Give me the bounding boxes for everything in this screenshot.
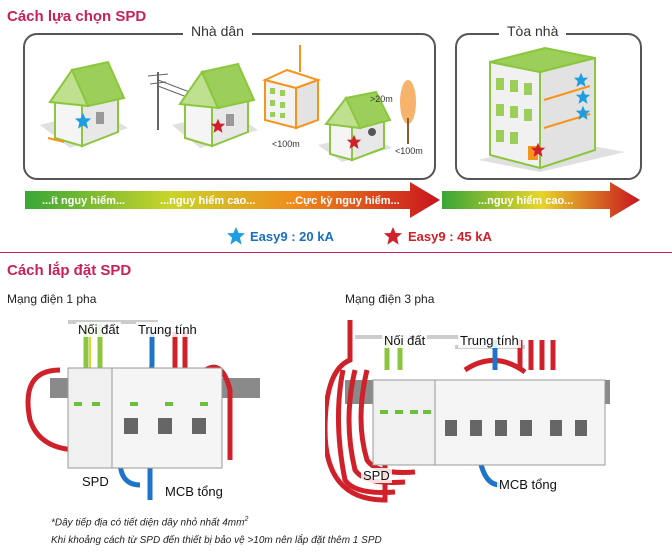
three-phase-diagram <box>325 320 610 503</box>
house-3 <box>318 90 392 162</box>
distance-label-2: <100m <box>395 146 423 156</box>
risk-arrows <box>25 182 640 218</box>
section-divider <box>0 252 672 253</box>
three-spd-label: SPD <box>361 468 392 483</box>
house-2 <box>172 62 258 148</box>
single-earth-label: Nối đất <box>76 322 122 337</box>
legend-20ka: Easy9 : 20 kA <box>250 229 334 244</box>
single-phase-title: Mạng điện 1 pha <box>7 292 97 306</box>
single-mcb-label: MCB tổng <box>163 484 225 499</box>
single-phase-diagram <box>25 320 260 500</box>
apartment-block <box>262 45 322 130</box>
three-earth-label: Nối đất <box>382 333 428 348</box>
single-neutral-label: Trung tính <box>136 322 199 337</box>
panel-residential-title: Nhà dân <box>183 23 252 39</box>
office-building <box>478 46 625 172</box>
red-star-icon <box>384 227 402 245</box>
tree <box>400 80 416 144</box>
house-illustrations <box>40 45 625 172</box>
note-distance: Khi khoảng cách từ SPD đến thiết bị bảo … <box>51 535 382 546</box>
arrow-residential <box>25 182 440 218</box>
three-mcb-label: MCB tổng <box>497 477 559 492</box>
three-neutral-label: Trung tính <box>458 333 521 348</box>
legend-45ka: Easy9 : 45 kA <box>408 229 492 244</box>
blue-star-icon <box>227 227 245 245</box>
section-title-selection: Cách lựa chọn SPD <box>7 8 147 25</box>
panel-building-title: Tòa nhà <box>499 23 567 39</box>
note-earth-wire: *Dây tiếp địa có tiết diện dây nhỏ nhất … <box>51 516 249 529</box>
risk-building-label: ...nguy hiểm cao... <box>478 195 574 207</box>
single-spd-label: SPD <box>80 474 111 489</box>
arrow-building <box>442 182 640 218</box>
three-phase-title: Mạng điện 3 pha <box>345 292 435 306</box>
risk-high-label: ...nguy hiểm cao... <box>160 195 256 207</box>
distance-label-tree: >20m <box>370 94 393 104</box>
section-title-installation: Cách lắp đặt SPD <box>7 262 132 279</box>
risk-extreme-label: ...Cực kỳ nguy hiểm... <box>286 195 400 207</box>
distance-label-1: <100m <box>272 139 300 149</box>
house-1 <box>40 60 128 148</box>
risk-low-label: ...ít nguy hiểm... <box>42 195 126 207</box>
